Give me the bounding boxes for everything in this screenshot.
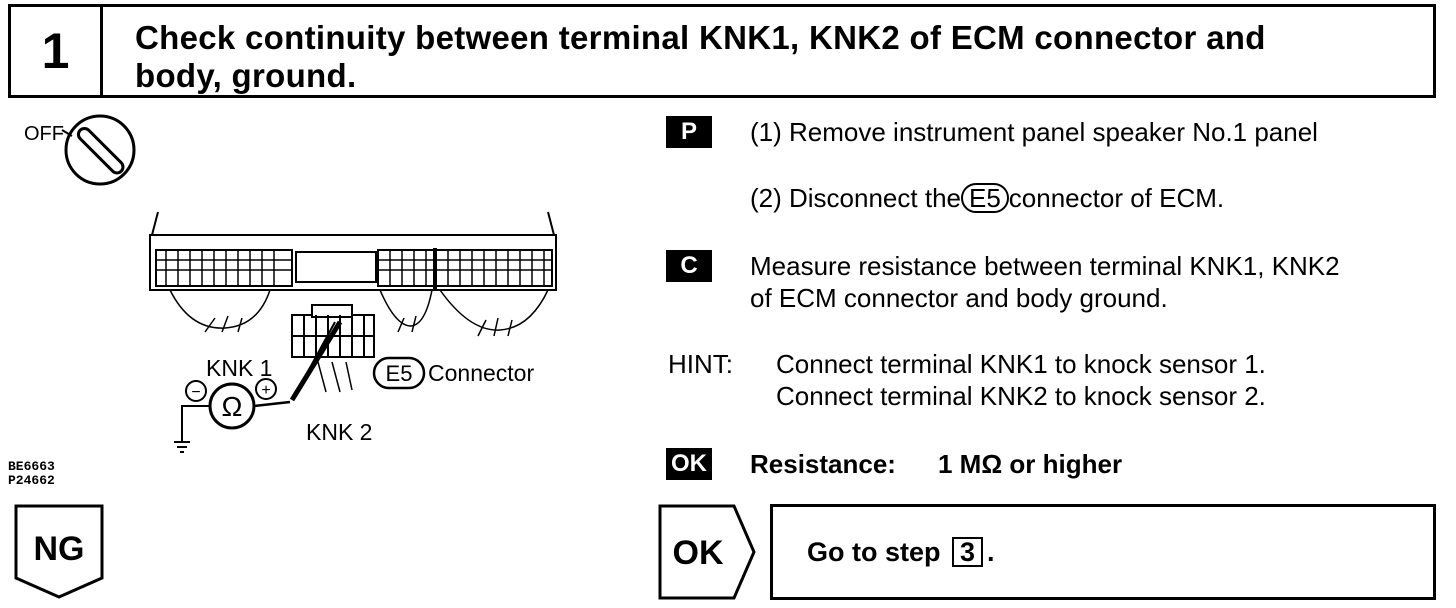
wire-harness (169, 289, 549, 337)
test-leads (289, 320, 353, 402)
plus-sign: + (261, 382, 270, 399)
step-title-line1: Check continuity between terminal KNK1, … (135, 19, 1266, 56)
ohmmeter-icon: Ω − + (181, 378, 291, 442)
goto-step-number[interactable]: 3 (952, 537, 984, 567)
procedure-tag-p: P (666, 116, 712, 148)
goto-prefix: Go to step (807, 537, 941, 567)
e5-code-badge (372, 356, 426, 390)
hint-text: Connect terminal KNK1 to knock sensor 1.… (776, 348, 1266, 412)
step-header: 1 Check continuity between terminal KNK1… (8, 4, 1436, 98)
ground-icon (174, 441, 190, 453)
figure-code-2: P24662 (8, 473, 55, 488)
ok-branch-label: OK (673, 534, 724, 572)
hint-line1: Connect terminal KNK1 to knock sensor 1. (776, 349, 1266, 379)
step-c: Measure resistance between terminal KNK1… (750, 250, 1340, 314)
hint-line2: Connect terminal KNK2 to knock sensor 2. (776, 381, 1266, 411)
knk1-label: KNK 1 (206, 355, 272, 381)
step-c-line2: of ECM connector and body ground. (750, 283, 1168, 313)
step-title-line2: body, ground. (135, 57, 357, 94)
ok-result-box: Go to step 3. (770, 504, 1436, 600)
hint-label: HINT: (668, 349, 733, 379)
figure-code-1: BE6663 (8, 459, 55, 474)
step-c-line1: Measure resistance between terminal KNK1… (750, 251, 1340, 281)
step-p2-suffix: connector of ECM. (1008, 183, 1225, 213)
goto-step: Go to step 3. (807, 535, 995, 569)
ng-label: NG (34, 530, 85, 568)
ignition-switch-icon (61, 114, 136, 186)
step-p2-prefix: (2) Disconnect the (750, 183, 961, 213)
ohm-symbol: Ω (222, 391, 243, 422)
procedure-tag-ok: OK (666, 448, 712, 480)
e5-code-inline: E5 (960, 183, 1009, 213)
resistance-value: 1 MΩ or higher (938, 449, 1123, 479)
minus-sign: − (191, 384, 200, 401)
e5-code-text: E5 (386, 361, 413, 386)
goto-suffix: . (987, 537, 995, 567)
knk2-label: KNK 2 (306, 419, 372, 445)
step-number: 1 (11, 7, 103, 95)
ecm-unit (149, 211, 557, 291)
ecm-connector-pins (156, 250, 552, 286)
ok-branch-marker: OK (658, 504, 756, 600)
connector-label: Connector (428, 360, 534, 386)
ng-branch-marker: NG (14, 504, 104, 599)
step-title: Check continuity between terminal KNK1, … (135, 19, 1266, 95)
figure-codes: BE6663 P24662 (8, 460, 55, 488)
step-p1: (1) Remove instrument panel speaker No.1… (750, 117, 1318, 147)
switch-off-label: OFF (24, 123, 64, 145)
ecm-connector-diagram: OFF (24, 114, 557, 453)
procedure-tag-c: C (666, 250, 712, 282)
resistance-label: Resistance: (750, 449, 896, 479)
